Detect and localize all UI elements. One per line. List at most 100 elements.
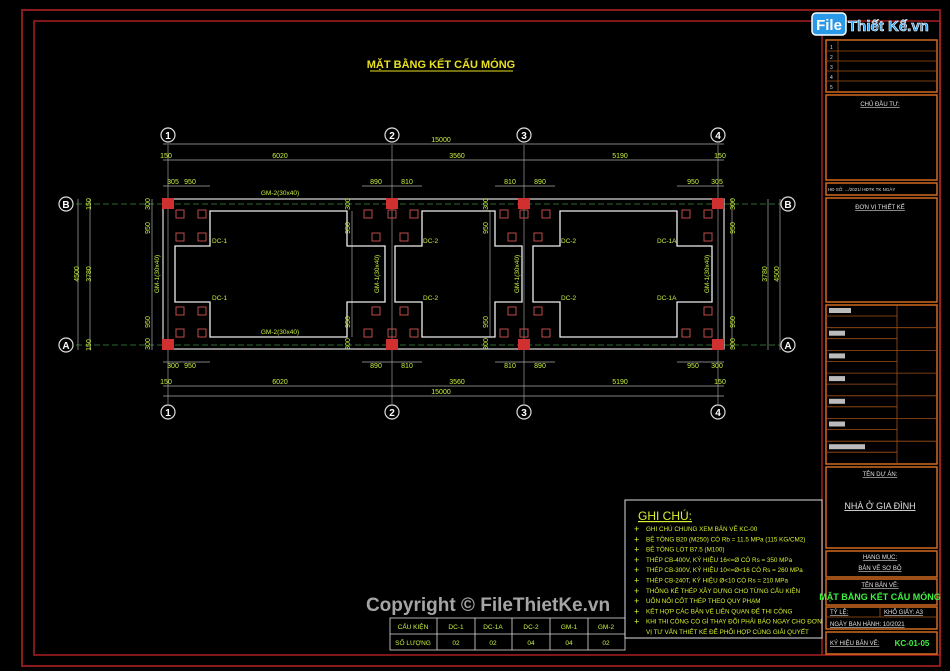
redacted-signature-label [829, 376, 845, 382]
dim-span: 3560 [449, 153, 465, 160]
note-bullet-icon: + [634, 596, 639, 606]
logo-watermark: File Thiết Kế.vn [811, 12, 929, 36]
pile-square [533, 306, 543, 316]
column-square [162, 339, 174, 350]
drawing-title: MẶT BẰNG KẾT CẤU MÓNG [367, 58, 516, 71]
note-item: THỐNG KÊ THÉP XÂY DỰNG CHO TỪNG CẤU KIỆN [646, 585, 801, 595]
pile-square [399, 306, 409, 316]
dim-footing-bottom: 950 [687, 363, 699, 370]
dim-footing-top: 810 [401, 179, 413, 186]
dim-side: 4500 [74, 266, 81, 282]
pile-square [387, 328, 397, 338]
dim-vertical: 300 [145, 198, 152, 210]
note-bullet-icon: + [634, 617, 639, 627]
note-item: THÉP CB-240T, KÝ HIỆU Ø<10 CÓ Rs = 210 M… [646, 576, 788, 585]
designer-label: ĐƠN VỊ THIẾT KẾ [855, 204, 905, 211]
note-bullet-icon: + [634, 576, 639, 586]
dim-footing-top: 950 [687, 179, 699, 186]
pile-square [371, 232, 381, 242]
axis-a-right: A [784, 341, 791, 352]
pile-square [175, 306, 185, 316]
notes-title: GHI CHÚ: [638, 508, 692, 523]
note-bullet-icon: + [634, 606, 639, 616]
schedule-cell: 02 [602, 640, 610, 647]
note-bullet-icon: + [634, 534, 639, 544]
axis-3-top: 3 [521, 131, 527, 142]
dim-footing-top: 890 [370, 179, 382, 186]
pile-square [371, 306, 381, 316]
pile-square [681, 209, 691, 219]
revision-number: 4 [830, 75, 833, 81]
column-square [518, 198, 530, 209]
dim-vertical: 300 [483, 198, 490, 210]
pile-square [197, 232, 207, 242]
note-item: KHI THI CÔNG CÓ GÌ THAY ĐỔI PHẢI BÁO NGA… [646, 617, 822, 626]
paper-size: KHỔ GIẤY: A3 [884, 609, 924, 616]
pile-square [703, 209, 713, 219]
label-gm2: GM-2(30x40) [261, 190, 299, 197]
dim-footing-top: 950 [184, 179, 196, 186]
redacted-signature-label [829, 330, 845, 336]
drawing-code: KC-01-05 [895, 639, 930, 648]
pile-square [507, 232, 517, 242]
label-gm1: GM-1(30x40) [704, 255, 711, 293]
pile-square [519, 328, 529, 338]
dim-side: 3780 [86, 266, 93, 282]
label-dc1: DC-1 [212, 295, 228, 302]
column-square [712, 198, 724, 209]
dim-span: 6020 [272, 379, 288, 386]
axis-b-left: B [62, 200, 69, 211]
notes-box [624, 499, 823, 639]
note-item: BÊ TÔNG B20 (M250) CÓ Rb = 11.5 MPa (115… [646, 534, 805, 543]
note-item: VỊ TƯ VẤN THIẾT KẾ ĐỂ PHỐI HỢP CÙNG GIẢI… [646, 626, 809, 636]
axis-2-bottom: 2 [389, 408, 395, 419]
dim-vertical: 300 [345, 338, 352, 350]
revision-number: 2 [830, 55, 833, 61]
revision-number: 3 [830, 65, 833, 71]
schedule-cell: 02 [452, 640, 460, 647]
dim-footing-bottom: 300 [711, 363, 723, 370]
pile-square [399, 232, 409, 242]
redacted-signature-label [829, 308, 851, 313]
dim-footing-bottom: 810 [504, 363, 516, 370]
owner-label: CHỦ ĐẦU TƯ: [860, 101, 900, 108]
dim-side: 150 [86, 339, 93, 351]
dim-vertical: 950 [345, 316, 352, 328]
schedule-header: GM-2 [598, 624, 615, 631]
note-item: THÉP CB-400V, KÝ HIỆU 16<=Ø CÓ Rs = 350 … [646, 555, 793, 564]
title-block-texts: CHỦ ĐẦU TƯ: HĐ SỐ: .../2021/ HĐTK TK NGÀ… [819, 101, 941, 648]
note-item: KẾT HỢP CÁC BẢN VẼ LIÊN QUAN ĐỂ THI CÔNG [646, 605, 793, 615]
foundation-outline [162, 198, 725, 350]
label-dc1a: DC-1A [657, 295, 677, 302]
schedule-header: CẤU KIỆN [398, 621, 429, 631]
redacted-signature-label [829, 444, 865, 450]
label-dc2: DC-2 [423, 238, 439, 245]
dim-span: 5190 [612, 379, 628, 386]
pile-square [363, 328, 373, 338]
dim-span: 3560 [449, 379, 465, 386]
dim-vertical: 950 [730, 316, 737, 328]
dim-footing-bottom: 810 [401, 363, 413, 370]
dim-span: 6020 [272, 153, 288, 160]
axis-a-left: A [62, 341, 69, 352]
column-square [162, 198, 174, 209]
label-gm1: GM-1(30x40) [514, 255, 521, 293]
dim-span: 150 [160, 153, 172, 160]
column-square [712, 339, 724, 350]
dim-vertical: 300 [145, 338, 152, 350]
pile-square [175, 328, 185, 338]
redacted-signature-label [829, 421, 845, 427]
dim-footing-top: 305 [711, 179, 723, 186]
dim-vertical: 300 [345, 198, 352, 210]
schedule-cell: 04 [565, 640, 573, 647]
note-item: THÉP CB-300V, KÝ HIỆU 10<=Ø<16 CÓ Rs = 2… [646, 565, 803, 574]
note-bullet-icon: + [634, 545, 639, 555]
drawing-label: TÊN BẢN VẼ: [861, 581, 899, 589]
issue-date: NGÀY BAN HÀNH: 10/2021 [830, 621, 905, 628]
dimension-lines [77, 143, 781, 397]
axis-bubbles: 1 2 3 4 1 2 3 4 B A B A [58, 127, 796, 420]
label-gm1: GM-1(30x40) [374, 255, 381, 293]
pile-group [175, 209, 713, 338]
